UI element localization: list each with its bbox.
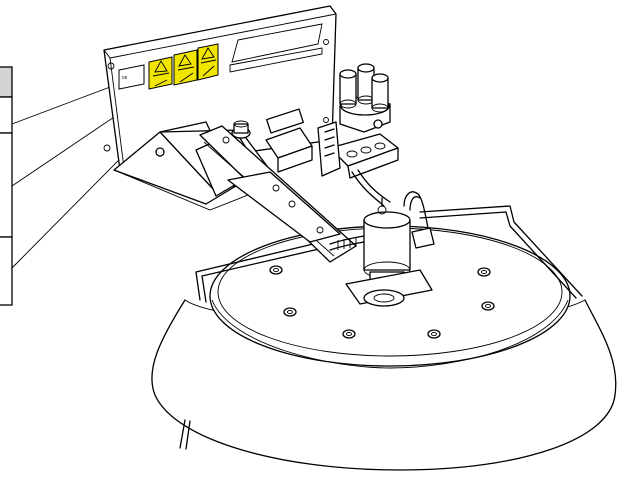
wire-frame: [195, 205, 583, 303]
callout-table-header: [0, 66, 13, 98]
callout-row-2: [0, 132, 13, 238]
hoses: [329, 169, 431, 251]
warning-labels: ce: [118, 43, 219, 90]
arm-assembly: [199, 108, 357, 263]
cylinder-1: [339, 69, 357, 109]
callout-row-1: [0, 96, 13, 134]
solenoid: [345, 197, 435, 307]
warning-label-1: [148, 56, 173, 90]
plate-bolts: [269, 265, 495, 339]
svg-text:ce: ce: [122, 75, 128, 81]
warning-label-2: [173, 49, 198, 86]
callout-table: [0, 66, 13, 306]
cylinder-2: [357, 63, 375, 105]
warning-label-3: [197, 43, 219, 81]
callout-row-3: [0, 236, 13, 306]
leader-line-1: [11, 83, 119, 125]
manifold: [317, 121, 399, 179]
cylinder-3: [371, 73, 389, 113]
id-plate: ce: [118, 64, 145, 90]
valve-assembly: [339, 63, 391, 133]
